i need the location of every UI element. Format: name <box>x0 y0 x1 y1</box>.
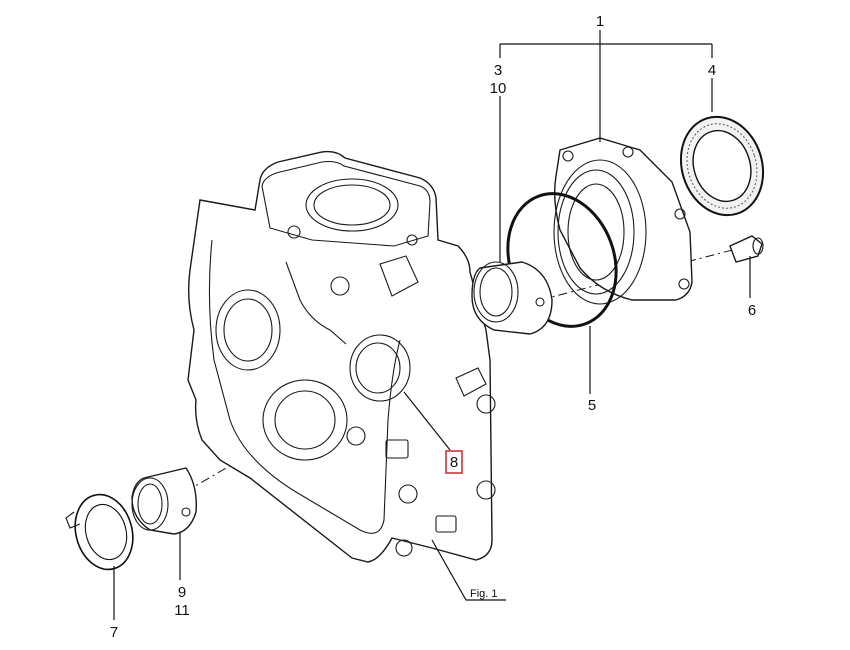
cover-plate-part-7[interactable] <box>65 488 141 576</box>
callout-5: 5 <box>588 397 596 414</box>
bushing-part-9[interactable] <box>131 467 197 535</box>
oil-seal-part-4[interactable] <box>669 106 776 226</box>
callout-6: 6 <box>748 302 756 319</box>
callout-4: 4 <box>708 62 716 79</box>
callout-1: 1 <box>596 13 604 30</box>
callout-3: 3 <box>494 62 502 79</box>
leader-lines <box>113 30 751 620</box>
callout-8[interactable]: 8 <box>450 454 458 471</box>
gear-case-housing[interactable] <box>187 150 496 563</box>
bearing-housing-part-1[interactable] <box>553 137 693 305</box>
callout-9: 9 <box>178 584 186 601</box>
bolt-part-6[interactable] <box>729 235 764 263</box>
callout-7: 7 <box>110 624 118 641</box>
callout-10: 10 <box>490 80 507 97</box>
bushing-part-3[interactable] <box>471 261 553 335</box>
callout-labels: 1 3 10 4 6 5 8 9 11 7 Fig. 1 <box>110 13 756 641</box>
figure-reference: Fig. 1 <box>470 588 498 600</box>
callout-11: 11 <box>174 602 190 619</box>
highlight-box <box>445 450 463 474</box>
